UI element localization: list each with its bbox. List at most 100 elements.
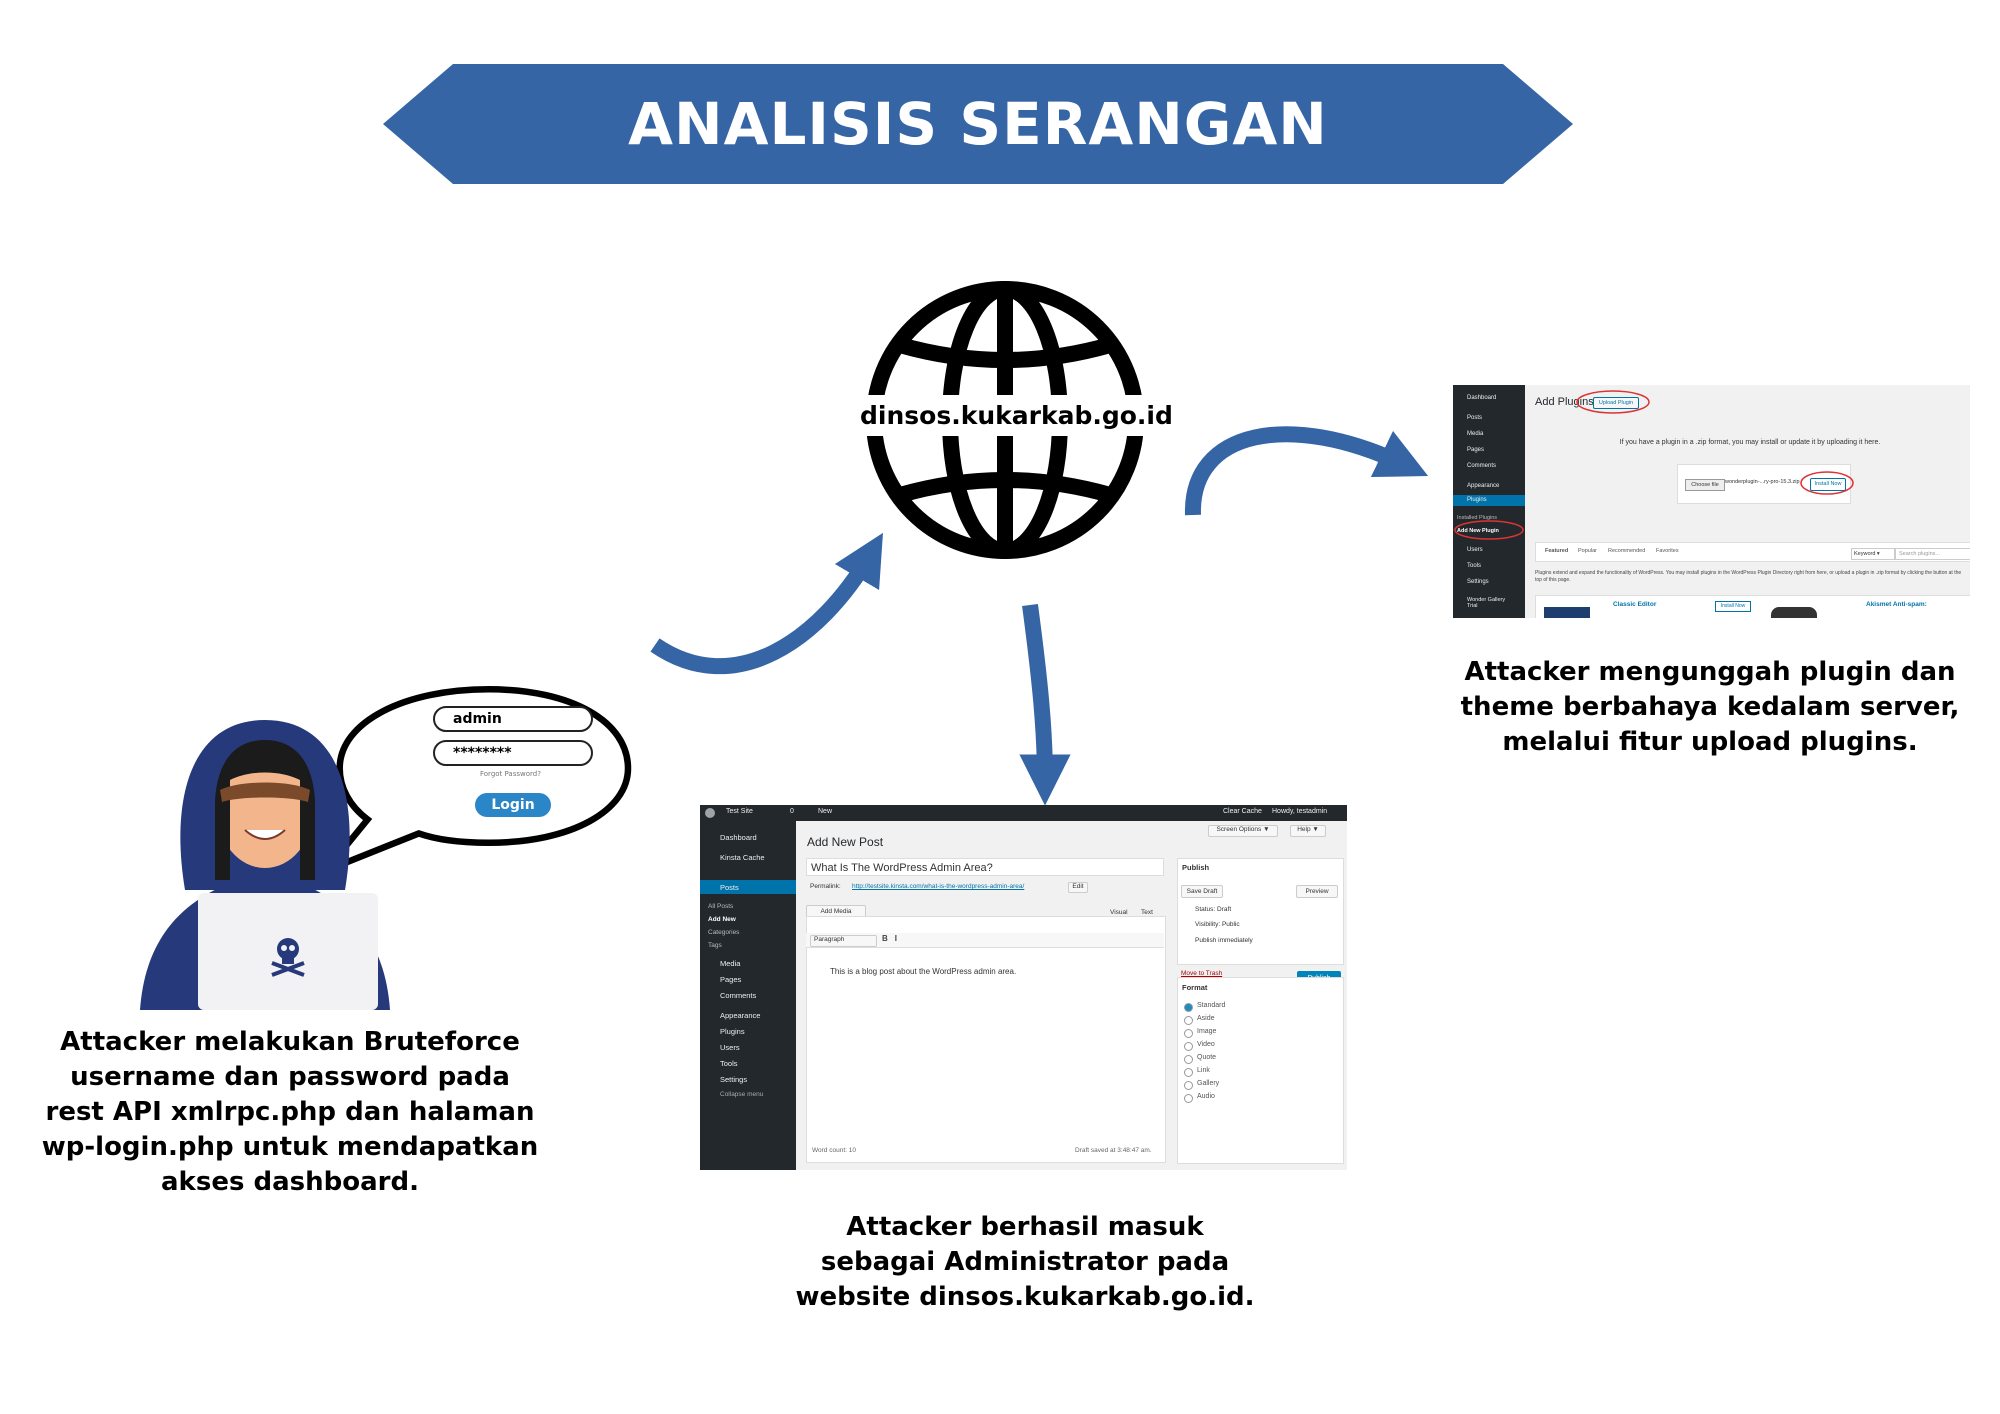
wp-permalink-edit[interactable]: Edit [1068,882,1088,893]
wp-menu-appearance[interactable]: Appearance [720,1011,761,1020]
wp-menu-kinsta-cache[interactable]: Kinsta Cache [720,853,765,862]
wp-format-buttons-icon[interactable]: BI [882,934,904,943]
wp-admin-bar: Test Site 0 New Clear Cache Howdy, testa… [700,805,1347,821]
wp-menu-dashboard[interactable]: Dashboard [720,833,757,842]
wp-post-body[interactable]: This is a blog post about the WordPress … [830,967,1017,976]
pl-tab-favorites[interactable]: Favorites [1656,548,1679,554]
wp-save-draft-button[interactable]: Save Draft [1181,885,1223,898]
wp-menu-tools[interactable]: Tools [720,1059,738,1068]
wp-format-audio[interactable]: Audio [1197,1093,1215,1100]
pl-upload-plugin-button[interactable]: Upload Plugin [1593,397,1639,409]
pl-keyword-select[interactable]: Keyword ▾ [1851,548,1895,560]
wp-post-title-input[interactable]: What Is The WordPress Admin Area? [806,858,1164,876]
pl-description: Plugins extend and expand the functional… [1535,570,1962,583]
pl-menu-pages[interactable]: Pages [1467,447,1485,453]
wp-format-aside[interactable]: Aside [1197,1015,1215,1022]
caption-bruteforce: Attacker melakukan Bruteforce username d… [41,1027,539,1197]
username-field[interactable]: admin [433,706,593,732]
wp-menu-comments[interactable]: Comments [720,991,757,1000]
pl-choose-file-button[interactable]: Choose file [1685,479,1725,491]
wp-draft-saved: Draft saved at 3:48:47 am. [1075,1147,1152,1154]
pl-menu-wonder-gallery[interactable]: Wonder Gallery Trial [1467,597,1506,609]
wp-content-editor[interactable] [806,916,1166,1163]
pl-menu-dashboard[interactable]: Dashboard [1467,395,1497,401]
wp-format-radio[interactable] [1184,1003,1193,1012]
pl-file-name: wonderplugin-...ry-pro-15.3.zip [1725,479,1800,485]
pl-tab-popular[interactable]: Popular [1578,548,1597,554]
wp-format-standard[interactable]: Standard [1197,1002,1226,1009]
pl-menu-users[interactable]: Users [1467,547,1483,553]
pl-sub-installed[interactable]: Installed Plugins [1457,515,1498,521]
pl-menu-media[interactable]: Media [1467,431,1484,437]
highlight-circle [1454,520,1524,540]
arrow-to-plugins [1184,426,1429,516]
wp-howdy[interactable]: Howdy, testadmin [1272,808,1328,815]
wp-format-box [1177,977,1344,1164]
wp-sub-add-new[interactable]: Add New [708,916,736,923]
wp-format-image[interactable]: Image [1197,1028,1217,1035]
pl-menu-posts[interactable]: Posts [1467,415,1483,421]
wp-help[interactable]: Help ▼ [1290,825,1326,837]
wp-paragraph-select[interactable]: Paragraph [810,935,877,947]
wp-sub-all-posts[interactable]: All Posts [708,903,734,910]
wp-format-radio[interactable] [1184,1068,1193,1077]
wp-format-gallery[interactable]: Gallery [1197,1080,1220,1087]
pl-plugin-thumbnail [1544,607,1590,618]
wp-menu-plugins[interactable]: Plugins [720,1027,745,1036]
caption-admin-access: Attacker berhasil masuk sebagai Administ… [795,1212,1255,1312]
wp-menu-posts[interactable]: Posts [720,883,739,892]
wp-format-title: Format [1182,983,1208,992]
wp-sub-categories[interactable]: Categories [708,929,740,936]
hacker-illustration [140,686,632,1010]
wp-site-name[interactable]: Test Site [726,808,753,815]
wp-format-radio[interactable] [1184,1081,1193,1090]
pl-install-now-button[interactable]: Install Now [1810,478,1846,491]
wp-comments-count[interactable]: 0 [790,808,794,815]
wordpress-logo-icon [705,808,715,818]
wp-tab-text[interactable]: Text [1141,909,1153,916]
pl-card-classic-editor[interactable]: Classic Editor [1613,601,1657,608]
pl-plugin-cards [1535,595,1970,618]
wp-tab-visual[interactable]: Visual [1110,909,1128,916]
wp-permalink-link[interactable]: http://testsite.kinsta.com/what-is-the-w… [852,883,1025,890]
wp-format-radio[interactable] [1184,1042,1193,1051]
wp-format-radio[interactable] [1184,1094,1193,1103]
wp-format-radio[interactable] [1184,1016,1193,1025]
title-banner [383,64,1573,184]
wp-collapse-menu[interactable]: Collapse menu [720,1091,764,1098]
wp-format-radio[interactable] [1184,1055,1193,1064]
pl-menu-settings[interactable]: Settings [1467,579,1489,585]
wp-format-quote[interactable]: Quote [1197,1054,1217,1061]
wp-active-menu-highlight [700,880,796,894]
wp-menu-pages[interactable]: Pages [720,975,742,984]
pl-menu-plugins[interactable]: Plugins [1467,497,1487,503]
wp-new-link[interactable]: New [818,808,833,815]
pl-menu-tools[interactable]: Tools [1467,563,1482,569]
pl-card-install-button[interactable]: Install Now [1715,601,1751,612]
pl-sub-add-new[interactable]: Add New Plugin [1457,528,1499,534]
login-button[interactable]: Login [475,793,551,817]
wp-menu-settings[interactable]: Settings [720,1075,748,1084]
wp-format-link[interactable]: Link [1197,1067,1210,1074]
wp-format-video[interactable]: Video [1197,1041,1215,1048]
wp-screen-options[interactable]: Screen Options ▼ [1208,825,1278,837]
highlight-circle [1800,471,1854,495]
wp-menu-media[interactable]: Media [720,959,741,968]
arrow-to-dashboard [1019,603,1071,806]
password-field[interactable]: ******** [433,740,593,766]
domain-label: dinsos.kukarkab.go.id [860,395,1173,436]
pl-tab-featured[interactable]: Featured [1545,548,1569,554]
wp-menu-users[interactable]: Users [720,1043,740,1052]
wp-move-to-trash[interactable]: Move to Trash [1181,970,1223,977]
wp-format-radio[interactable] [1184,1029,1193,1038]
pl-menu-comments[interactable]: Comments [1467,463,1497,469]
wp-sub-tags[interactable]: Tags [708,942,722,949]
wp-plugins-screenshot: Dashboard Posts Media Pages Comments App… [1453,385,1970,618]
forgot-password-link[interactable]: Forgot Password? [480,770,541,778]
pl-card-akismet[interactable]: Akismet Anti-spam: [1866,601,1927,608]
pl-tab-recommended[interactable]: Recommended [1608,548,1646,554]
wp-preview-button[interactable]: Preview [1296,885,1338,898]
pl-menu-appearance[interactable]: Appearance [1467,483,1500,489]
wp-clear-cache[interactable]: Clear Cache [1223,808,1262,815]
pl-search-input[interactable]: Search plugins... [1895,548,1970,560]
